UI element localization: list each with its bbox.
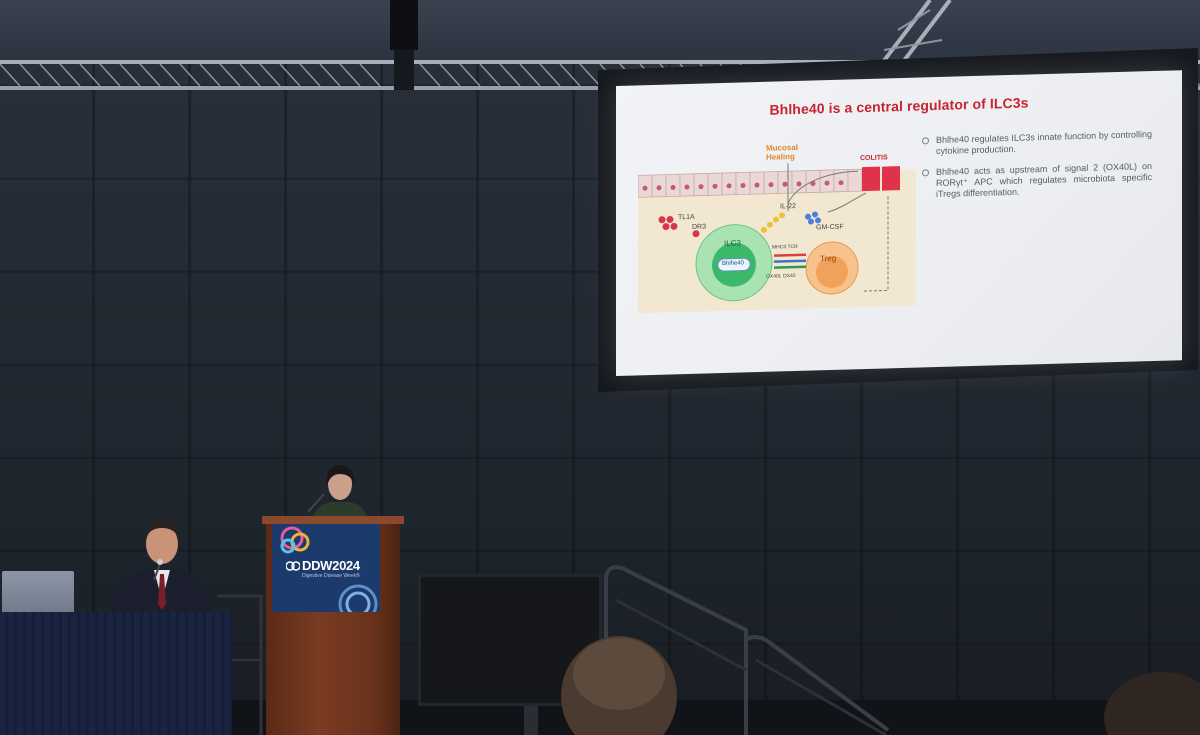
podium-top <box>262 516 404 524</box>
spotlight <box>390 0 418 90</box>
stair-railing <box>604 565 890 735</box>
projected-slide: Bhlhe40 is a central regulator of ILC3s <box>616 70 1182 376</box>
bullet-circle-icon <box>922 137 929 145</box>
speaker <box>307 465 370 524</box>
label-tl1a: TL1A <box>678 213 695 222</box>
label-il22: IL-22 <box>780 202 796 211</box>
left-railing <box>217 594 263 735</box>
label-treg: Treg <box>820 253 837 264</box>
slide-title: Bhlhe40 is a central regulator of ILC3s <box>769 94 1029 118</box>
label-mucosal-healing: Mucosal Healing <box>766 142 799 162</box>
podium-sign: DDW2024 Digestive Disease Week® <box>272 524 380 612</box>
slide-bullet: Bhlhe40 acts as upstream of signal 2 (OX… <box>922 161 1152 200</box>
label-ilc3: ILC3 <box>724 238 741 248</box>
slide-bullet: Bhlhe40 regulates ILC3s innate function … <box>922 129 1152 157</box>
seated-panelist <box>110 520 214 618</box>
ddw-mark-icon <box>286 561 300 571</box>
label-dr3: DR3 <box>692 223 707 231</box>
audience-head <box>561 636 677 735</box>
label-colitis: COLITIS <box>860 154 888 163</box>
laptop <box>2 571 74 617</box>
label-mhcii-tcr: MHCII TCR <box>772 243 798 251</box>
ddw-logo-swirl-icon <box>280 526 378 612</box>
vertical-truss <box>878 0 952 66</box>
label-ox40l-ox40: OX40L OX40 <box>766 272 796 280</box>
label-bhlhe40: Bhlhe40 <box>722 260 745 268</box>
ilc3-diagram: Mucosal Healing COLITIS TL1A DR3 IL-22 G… <box>638 140 916 314</box>
podium-sign-title: DDW2024 <box>302 558 360 573</box>
slide-bullets: Bhlhe40 regulates ILC3s innate function … <box>922 129 1152 210</box>
label-gmcsf: GM-CSF <box>816 223 844 232</box>
bullet-circle-icon <box>922 169 929 177</box>
panel-table <box>0 612 232 735</box>
audience-head <box>1104 672 1200 735</box>
ceiling <box>0 0 1200 60</box>
podium-sign-subtitle: Digestive Disease Week® <box>302 573 360 579</box>
